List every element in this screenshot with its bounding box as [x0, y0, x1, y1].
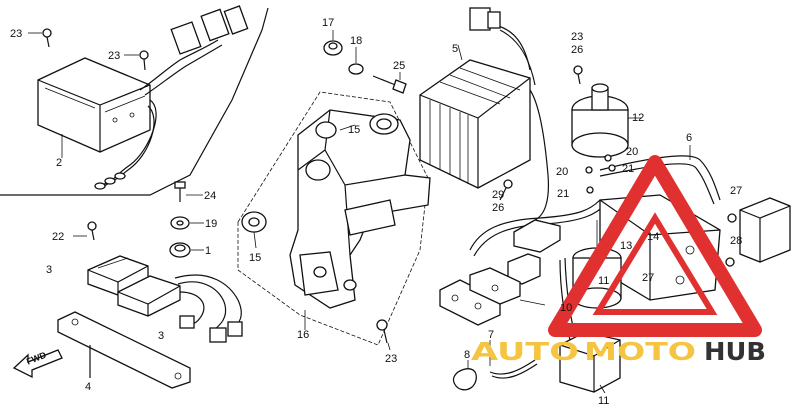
mount-bracket-16 — [237, 91, 431, 346]
regulator-wires — [469, 7, 550, 221]
bolt-23-right — [573, 65, 583, 85]
label-2: 2 — [56, 157, 62, 169]
washer-18 — [348, 47, 364, 75]
resistor-3b — [117, 275, 181, 317]
label-27: 27 — [730, 185, 742, 197]
label-11: 11 — [598, 395, 609, 407]
regulator-5 — [419, 44, 531, 189]
label-14: 14 — [647, 231, 659, 243]
bolt-24 — [174, 181, 203, 202]
label-15: 15 — [348, 124, 360, 136]
label-23: 23 — [571, 31, 583, 43]
label-7: 7 — [488, 329, 494, 341]
label-12: 12 — [632, 112, 644, 124]
label-21: 21 — [622, 163, 634, 175]
label-23: 23 — [108, 50, 120, 62]
wire-7 — [489, 340, 538, 379]
label-3: 3 — [158, 330, 164, 342]
label-5: 5 — [452, 43, 458, 55]
cap-12 — [571, 83, 642, 158]
label-23: 23 — [10, 28, 22, 40]
label-3: 3 — [46, 264, 52, 276]
label-25: 25 — [393, 60, 405, 72]
watermark: AUTO MOTO HUB — [471, 155, 766, 366]
grommet-17 — [323, 30, 343, 56]
resistor-wires — [174, 274, 243, 343]
label-24: 24 — [204, 190, 216, 202]
label-1: 1 — [205, 245, 211, 257]
label-27: 27 — [642, 272, 654, 284]
watermark-moto: MOTO — [584, 337, 696, 366]
screws-20-21 — [585, 154, 616, 194]
ignition-unit — [37, 5, 249, 190]
label-22: 22 — [52, 231, 64, 243]
label-15: 15 — [249, 252, 261, 264]
watermark-triangle-inner — [592, 212, 718, 315]
label-21: 21 — [557, 188, 569, 200]
label-8: 8 — [464, 349, 470, 361]
label-17: 17 — [322, 17, 334, 29]
label-29: 29 — [492, 189, 504, 201]
bolt-29-26 — [499, 179, 513, 201]
grommet-1 — [169, 242, 204, 258]
screw-22 — [73, 221, 97, 241]
fwd-arrow: FWD — [12, 349, 63, 379]
label-26: 26 — [492, 202, 504, 214]
label-28: 28 — [730, 235, 742, 247]
collar-15-left — [241, 211, 267, 249]
connector-cluster-10 — [439, 267, 546, 326]
label-19: 19 — [205, 218, 217, 230]
washer-19 — [170, 216, 204, 230]
label-23: 23 — [385, 353, 397, 365]
label-13: 13 — [620, 240, 632, 252]
watermark-hub: HUB — [704, 337, 766, 366]
label-20: 20 — [626, 146, 638, 158]
watermark-auto: AUTO — [471, 337, 579, 366]
panel-dividers — [0, 7, 269, 196]
label-4: 4 — [85, 381, 91, 393]
bolt-25 — [372, 72, 407, 94]
label-16: 16 — [297, 329, 309, 341]
label-11: 11 — [598, 275, 609, 287]
bolt-23-mid — [124, 50, 149, 71]
bolt-23-left — [28, 28, 52, 48]
watermark-triangle-outer — [548, 155, 762, 337]
label-10: 10 — [560, 302, 572, 314]
clip-8 — [452, 360, 477, 391]
label-20: 20 — [556, 166, 568, 178]
label-18: 18 — [350, 35, 362, 47]
label-6: 6 — [686, 132, 692, 144]
label-26: 26 — [571, 44, 583, 56]
bracket-4 — [57, 311, 191, 389]
bolt-23-bottom — [376, 319, 391, 351]
callout-labels: 23 23 2 24 19 22 1 3 3 4 17 18 25 5 15 1… — [10, 17, 742, 407]
